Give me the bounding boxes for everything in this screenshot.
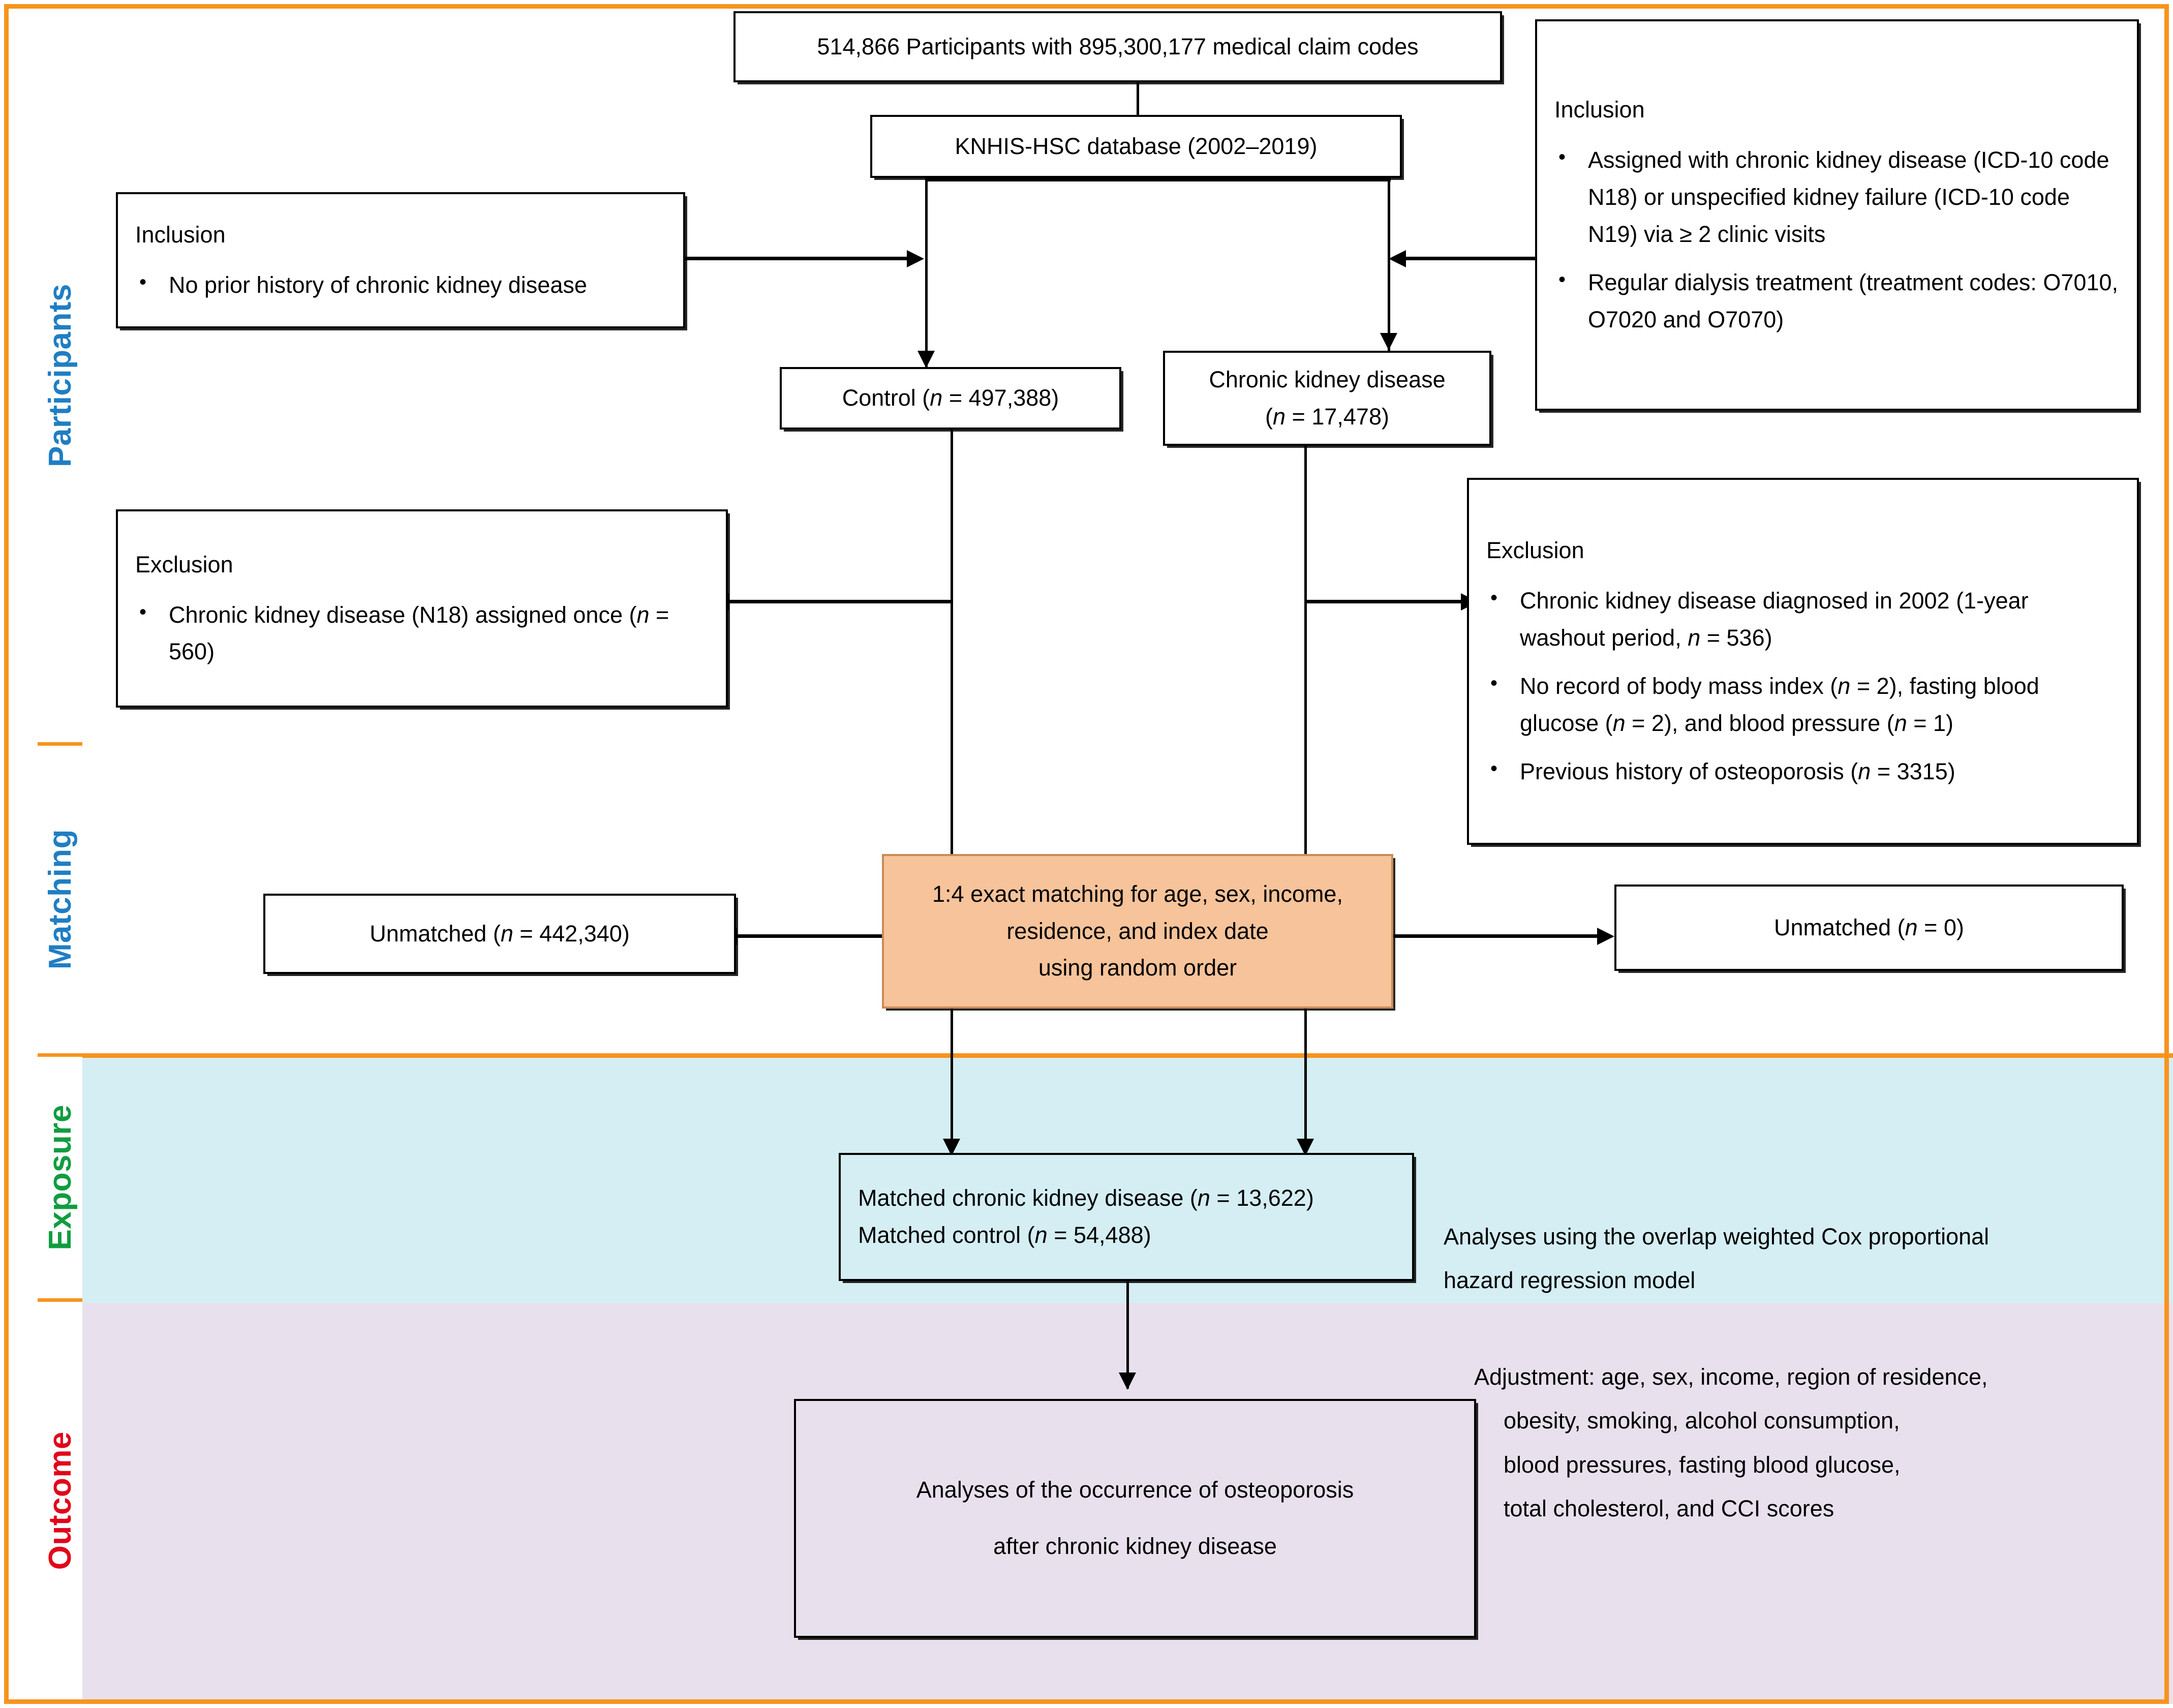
- sidebar-item-outcome: Outcome: [38, 1298, 82, 1700]
- inclusion-right-box: Inclusion Assigned with chronic kidney d…: [1535, 19, 2139, 411]
- connector-matched-to-outcome: [1126, 1277, 1129, 1389]
- analysis-note: Analyses using the overlap weighted Cox …: [1444, 1215, 2115, 1303]
- control-text: Control (n = 497,388): [842, 385, 1059, 411]
- unmatched-right-box: Unmatched (n = 0): [1614, 884, 2124, 971]
- matched-ckd-text: Matched chronic kidney disease (n = 13,6…: [858, 1185, 1314, 1211]
- list-item: Chronic kidney disease diagnosed in 2002…: [1486, 582, 2120, 657]
- database-text: KNHIS-HSC database (2002–2019): [955, 133, 1318, 159]
- arrow-down-to-outcome: [1119, 1372, 1136, 1390]
- unmatched-left-box: Unmatched (n = 442,340): [263, 894, 736, 974]
- connector-inclusion-left: [685, 257, 909, 260]
- inclusion-left-header: Inclusion: [135, 222, 226, 248]
- exclusion-left-box: Exclusion Chronic kidney disease (N18) a…: [116, 509, 728, 708]
- sidebar-label-participants: Participants: [42, 283, 78, 467]
- connector-unmatched-left: [736, 934, 889, 938]
- analysis-note-line-1: Analyses using the overlap weighted Cox …: [1444, 1224, 1990, 1249]
- connector-unmatched-right: [1391, 934, 1603, 938]
- sidebar-item-participants: Participants: [38, 8, 82, 742]
- adjustment-note-line-4: total cholesterol, and CCI scores: [1504, 1496, 1834, 1522]
- inclusion-left-list: No prior history of chronic kidney disea…: [135, 266, 666, 304]
- inclusion-left-box: Inclusion No prior history of chronic ki…: [116, 192, 685, 328]
- exclusion-right-list: Chronic kidney disease diagnosed in 2002…: [1486, 582, 2120, 790]
- sidebar-item-exposure: Exposure: [38, 1053, 82, 1298]
- ckd-box: Chronic kidney disease (n = 17,478): [1163, 351, 1491, 446]
- connector-source-to-database: [1137, 82, 1139, 115]
- sidebar-item-matching: Matching: [38, 742, 82, 1053]
- exclusion-left-header: Exclusion: [135, 551, 233, 577]
- list-item: No prior history of chronic kidney disea…: [135, 266, 666, 304]
- list-item: No record of body mass index (n = 2), fa…: [1486, 667, 2120, 742]
- arrow-down-to-ckd: [1380, 333, 1397, 350]
- sidebar-label-exposure: Exposure: [42, 1105, 78, 1250]
- arrow-right-to-unmatched-right: [1597, 928, 1614, 945]
- connector-inclusion-right: [1405, 257, 1535, 260]
- arrow-right-into-control-branch: [907, 250, 924, 267]
- inclusion-right-header: Inclusion: [1554, 97, 1645, 123]
- connector-control-down: [951, 430, 953, 905]
- list-item: Assigned with chronic kidney disease (IC…: [1554, 141, 2120, 253]
- matching-line-1: 1:4 exact matching for age, sex, income,: [932, 880, 1343, 907]
- database-box: KNHIS-HSC database (2002–2019): [870, 115, 1402, 178]
- matching-line-2: residence, and index date: [1006, 918, 1269, 944]
- adjustment-note-line-2: obesity, smoking, alcohol consumption,: [1504, 1408, 1900, 1434]
- exclusion-right-box: Exclusion Chronic kidney disease diagnos…: [1467, 478, 2139, 845]
- analysis-note-line-2: hazard regression model: [1444, 1267, 1696, 1294]
- connector-database-left-branch: [925, 178, 928, 367]
- list-item: Previous history of osteoporosis (n = 33…: [1486, 752, 2120, 790]
- matched-control-text: Matched control (n = 54,488): [858, 1222, 1151, 1248]
- connector-control-to-matched: [951, 1009, 953, 1156]
- arrow-left-into-ckd-branch: [1389, 250, 1406, 267]
- sidebar-label-matching: Matching: [42, 829, 78, 970]
- matching-line-3: using random order: [1038, 955, 1237, 981]
- matched-box: Matched chronic kidney disease (n = 13,6…: [839, 1153, 1414, 1281]
- outcome-box: Analyses of the occurrence of osteoporos…: [794, 1399, 1476, 1638]
- outcome-line-1: Analyses of the occurrence of osteoporos…: [916, 1477, 1354, 1503]
- exclusion-left-list: Chronic kidney disease (N18) assigned on…: [135, 596, 709, 671]
- control-box: Control (n = 497,388): [780, 367, 1121, 430]
- adjustment-note-line-1: Adjustment: age, sex, income, region of …: [1474, 1364, 1988, 1390]
- ckd-count: (n = 17,478): [1265, 403, 1389, 430]
- adjustment-note-line-3: blood pressures, fasting blood glucose,: [1504, 1451, 1901, 1478]
- connector-ckd-down: [1304, 445, 1307, 905]
- connector-exclusion-right: [1304, 600, 1467, 603]
- outcome-line-2: after chronic kidney disease: [993, 1533, 1277, 1559]
- sidebar-label-outcome: Outcome: [42, 1431, 78, 1570]
- inclusion-right-list: Assigned with chronic kidney disease (IC…: [1554, 141, 2120, 339]
- adjustment-note: Adjustment: age, sex, income, region of …: [1474, 1355, 2135, 1531]
- unmatched-right-text: Unmatched (n = 0): [1774, 914, 1964, 940]
- list-item: Chronic kidney disease (N18) assigned on…: [135, 596, 709, 671]
- connector-exclusion-left: [728, 600, 953, 603]
- source-text: 514,866 Participants with 895,300,177 me…: [817, 33, 1419, 59]
- unmatched-left-text: Unmatched (n = 442,340): [370, 920, 630, 947]
- connector-database-split-bar: [925, 178, 1391, 181]
- arrow-down-to-control: [917, 351, 935, 368]
- ckd-label: Chronic kidney disease: [1209, 366, 1446, 392]
- connector-ckd-to-matched: [1304, 1009, 1307, 1156]
- list-item: Regular dialysis treatment (treatment co…: [1554, 263, 2120, 339]
- matching-box: 1:4 exact matching for age, sex, income,…: [882, 854, 1393, 1009]
- exclusion-right-header: Exclusion: [1486, 537, 1584, 564]
- source-box: 514,866 Participants with 895,300,177 me…: [733, 11, 1502, 82]
